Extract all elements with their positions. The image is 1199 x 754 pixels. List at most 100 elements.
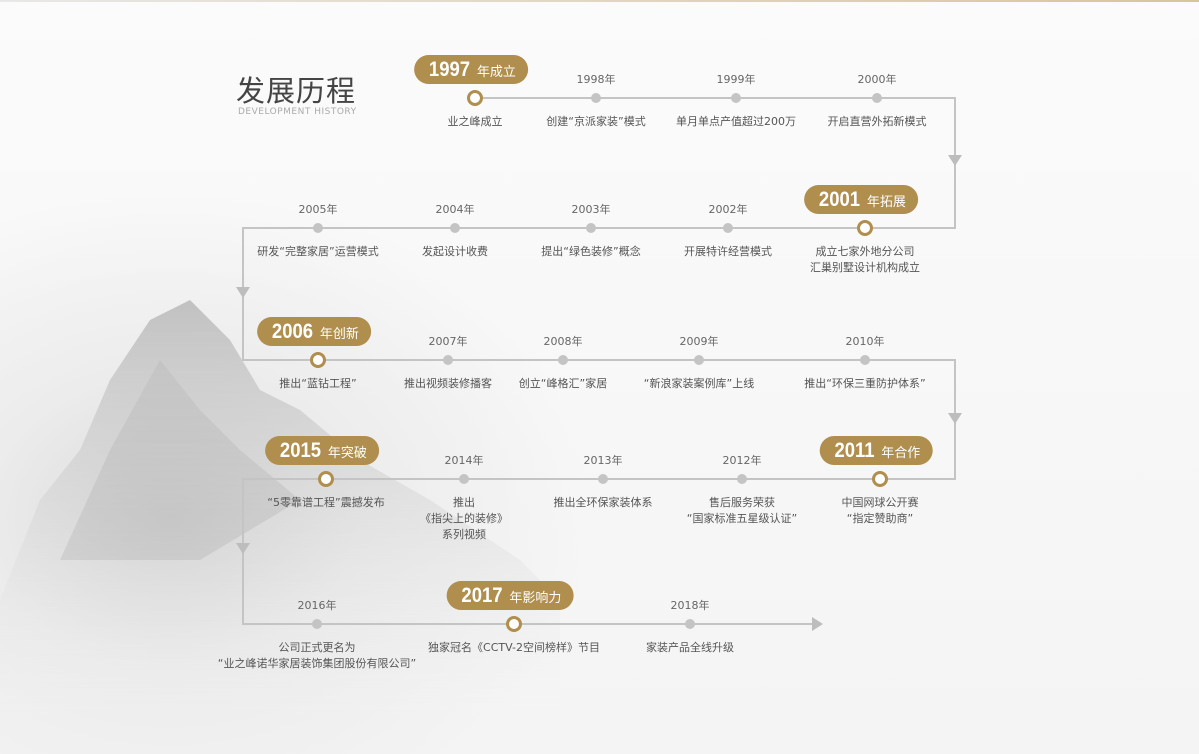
description-line: 推出“蓝钻工程”: [279, 377, 357, 390]
badge-year: 2017: [461, 584, 503, 607]
milestone-year: 2007年: [428, 335, 468, 348]
milestone-description: 创建“京派家装”模式: [546, 114, 645, 130]
milestone-description: 推出视频装修播客: [404, 376, 492, 392]
arrow-down-icon: [236, 543, 250, 554]
milestone-description: 推出“环保三重防护体系”: [804, 376, 925, 392]
milestone-description: 推出《指尖上的装修》系列视频: [420, 495, 508, 543]
milestone-dot: [723, 223, 733, 233]
milestone-description: 研发“完整家居”运营模式: [257, 244, 378, 260]
page-subtitle: DEVELOPMENT HISTORY: [238, 107, 357, 117]
description-line: 推出视频装修播客: [404, 377, 492, 390]
description-line: 开启直营外拓新模式: [827, 115, 927, 128]
description-line: 《指尖上的装修》: [420, 512, 508, 525]
milestone-year: 2012年: [722, 454, 762, 467]
description-line: 推出“环保三重防护体系”: [804, 377, 926, 390]
badge-year: 1997: [428, 58, 471, 81]
milestone-dot: [694, 355, 704, 365]
badge-year: 2006: [271, 320, 314, 343]
milestone-year: 2018年: [670, 599, 710, 612]
milestone-badge: 2015 年突破: [265, 436, 379, 465]
description-line: 家装产品全线升级: [646, 641, 734, 654]
milestone-description: 业之峰成立: [448, 114, 503, 130]
description-line: “指定赞助商”: [846, 512, 914, 525]
milestone-dot: [450, 223, 460, 233]
timeline-line-row2: [242, 227, 956, 229]
milestone-year: 2002年: [708, 203, 748, 216]
milestone-year: 2014年: [444, 454, 484, 467]
milestone-description: 成立七家外地分公司汇巢别墅设计机构成立: [810, 244, 920, 276]
description-line: 创建“京派家装”模式: [546, 115, 646, 128]
milestone-description: 开展特许经营模式: [684, 244, 772, 260]
milestone-year: 2009年: [679, 335, 719, 348]
milestone-highlight-dot: [310, 352, 326, 368]
milestone-dot: [313, 223, 323, 233]
milestone-dot: [737, 474, 747, 484]
description-line: 系列视频: [442, 528, 486, 541]
description-line: “国家标准五星级认证”: [686, 512, 798, 525]
milestone-year: 2000年: [857, 73, 897, 86]
badge-text: 年影响力: [509, 591, 562, 606]
milestone-dot: [459, 474, 469, 484]
badge-year: 2011: [834, 439, 875, 462]
timeline-line-row1: [475, 97, 956, 99]
milestone-dot: [558, 355, 568, 365]
timeline-line-row5: [242, 623, 814, 625]
milestone-description: “5零靠谱工程”震撼发布: [267, 495, 384, 511]
description-line: 中国网球公开赛: [841, 496, 919, 509]
milestone-description: 推出全环保家装体系: [554, 495, 653, 511]
description-line: 提出“绿色装修”概念: [541, 245, 641, 258]
milestone-dot: [591, 93, 601, 103]
milestone-description: 公司正式更名为 “业之峰诺华家居装饰集团股份有限公司”: [218, 640, 416, 672]
milestone-highlight-dot: [467, 90, 483, 106]
milestone-description: 独家冠名《CCTV-2空间榜样》节目: [428, 640, 600, 656]
milestone-description: 提出“绿色装修”概念: [541, 244, 640, 260]
description-line: 独家冠名《CCTV-2空间榜样》节目: [428, 641, 600, 654]
milestone-dot: [731, 93, 741, 103]
description-line: 成立七家外地分公司: [815, 245, 915, 258]
milestone-highlight-dot: [872, 471, 888, 487]
milestone-description: 售后服务荣获“国家标准五星级认证”: [687, 495, 797, 527]
milestone-badge: 2006 年创新: [257, 317, 371, 346]
description-line: “5零靠谱工程”震撼发布: [267, 496, 385, 509]
milestone-highlight-dot: [506, 616, 522, 632]
milestone-year: 1999年: [716, 73, 756, 86]
milestone-dot: [598, 474, 608, 484]
milestone-year: 2016年: [297, 599, 337, 612]
description-line: 业之峰成立: [447, 115, 503, 128]
badge-year: 2001: [818, 188, 861, 211]
page-title: 发展历程: [236, 74, 357, 108]
description-line: 开展特许经营模式: [684, 245, 772, 258]
description-line: “业之峰诺华家居装饰集团股份有限公司”: [217, 657, 417, 670]
badge-text: 年突破: [327, 446, 367, 461]
arrow-down-icon: [948, 155, 962, 166]
milestone-dot: [312, 619, 322, 629]
milestone-dot: [872, 93, 882, 103]
arrow-down-icon: [236, 287, 250, 298]
description-line: 公司正式更名为: [278, 641, 356, 654]
description-line: 推出全环保家装体系: [553, 496, 653, 509]
badge-text: 年创新: [319, 327, 359, 342]
badge-year: 2015: [279, 439, 322, 462]
milestone-description: 开启直营外拓新模式: [828, 114, 927, 130]
milestone-description: “新浪家装案例库”上线: [644, 376, 754, 392]
description-line: 推出: [453, 496, 475, 509]
milestone-year: 2013年: [583, 454, 623, 467]
milestone-year: 2004年: [435, 203, 475, 216]
description-line: “新浪家装案例库”上线: [643, 377, 755, 390]
milestone-description: 单月单点产值超过200万: [676, 114, 796, 130]
milestone-year: 1998年: [576, 73, 616, 86]
top-border: [0, 0, 1199, 2]
description-line: 发起设计收费: [422, 245, 488, 258]
timeline-line-row3: [242, 359, 956, 361]
milestone-year: 2003年: [571, 203, 611, 216]
milestone-description: 家装产品全线升级: [646, 640, 734, 656]
arrow-down-icon: [948, 413, 962, 424]
milestone-dot: [685, 619, 695, 629]
mountain-background-image: [0, 300, 560, 720]
description-line: 研发“完整家居”运营模式: [257, 245, 379, 258]
milestone-year: 2008年: [543, 335, 583, 348]
milestone-badge: 2017 年影响力: [446, 581, 574, 610]
milestone-dot: [860, 355, 870, 365]
